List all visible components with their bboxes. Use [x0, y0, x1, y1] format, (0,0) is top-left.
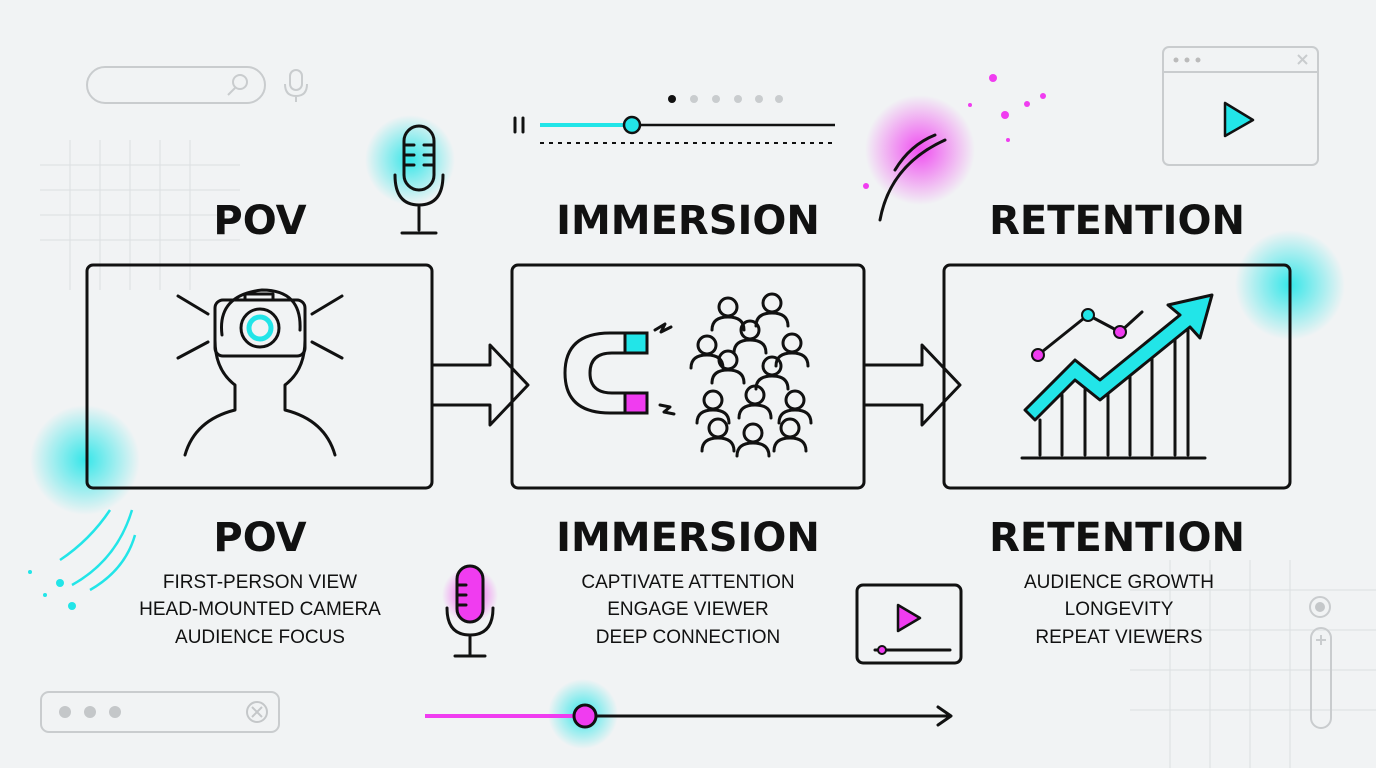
play-icon [896, 603, 922, 633]
immersion-card [510, 263, 866, 490]
magnet-audience-icon [563, 292, 813, 458]
bottom-progress-slider[interactable] [425, 703, 953, 729]
close-icon [1297, 54, 1308, 65]
stage-top-title: RETENTION [989, 198, 1245, 244]
stage-detail: AUDIENCE FOCUS [175, 627, 345, 648]
stage-title: POV [213, 515, 306, 561]
dots-pill[interactable] [40, 691, 280, 733]
play-icon [1223, 101, 1255, 138]
carousel-dots[interactable] [668, 95, 783, 103]
arrow-icon [862, 343, 962, 427]
retention-card [942, 263, 1292, 490]
arrow-icon [430, 343, 530, 427]
growth-chart-icon [1020, 293, 1214, 460]
search-bar[interactable] [86, 66, 266, 104]
stage-title: IMMERSION [556, 515, 820, 561]
top-media-slider[interactable] [513, 115, 835, 144]
glow [865, 95, 975, 205]
stage-detail: AUDIENCE GROWTH [1024, 572, 1214, 593]
stage-detail: CAPTIVATE ATTENTION [581, 572, 794, 593]
stage-detail: HEAD-MOUNTED CAMERA [139, 599, 381, 620]
microphone-icon [442, 564, 498, 658]
stage-detail: DEEP CONNECTION [596, 627, 780, 648]
video-player-icon[interactable] [855, 583, 963, 665]
stage-title: RETENTION [989, 515, 1245, 561]
microphone-icon[interactable] [284, 69, 308, 102]
search-icon [232, 74, 248, 90]
stage-top-title: POV [213, 198, 306, 244]
pause-icon [513, 116, 525, 134]
microphone-icon [393, 124, 445, 235]
slider-handle [622, 115, 642, 135]
glow [30, 405, 140, 515]
vertical-scroll-control[interactable] [1309, 596, 1332, 729]
slider-handle [572, 703, 598, 729]
pov-card [85, 263, 434, 490]
video-window[interactable] [1162, 46, 1319, 166]
stage-detail: REPEAT VIEWERS [1035, 627, 1202, 648]
stage-top-title: IMMERSION [556, 198, 820, 244]
background-grid [40, 140, 1376, 768]
stage-detail: ENGAGE VIEWER [607, 599, 769, 620]
stage-detail: LONGEVITY [1065, 599, 1174, 620]
stage-detail: FIRST-PERSON VIEW [163, 572, 357, 593]
spark-decoration [863, 74, 1046, 222]
head-mounted-camera-icon [176, 288, 344, 457]
signal-arcs-decoration [28, 509, 137, 610]
close-icon [246, 701, 268, 723]
